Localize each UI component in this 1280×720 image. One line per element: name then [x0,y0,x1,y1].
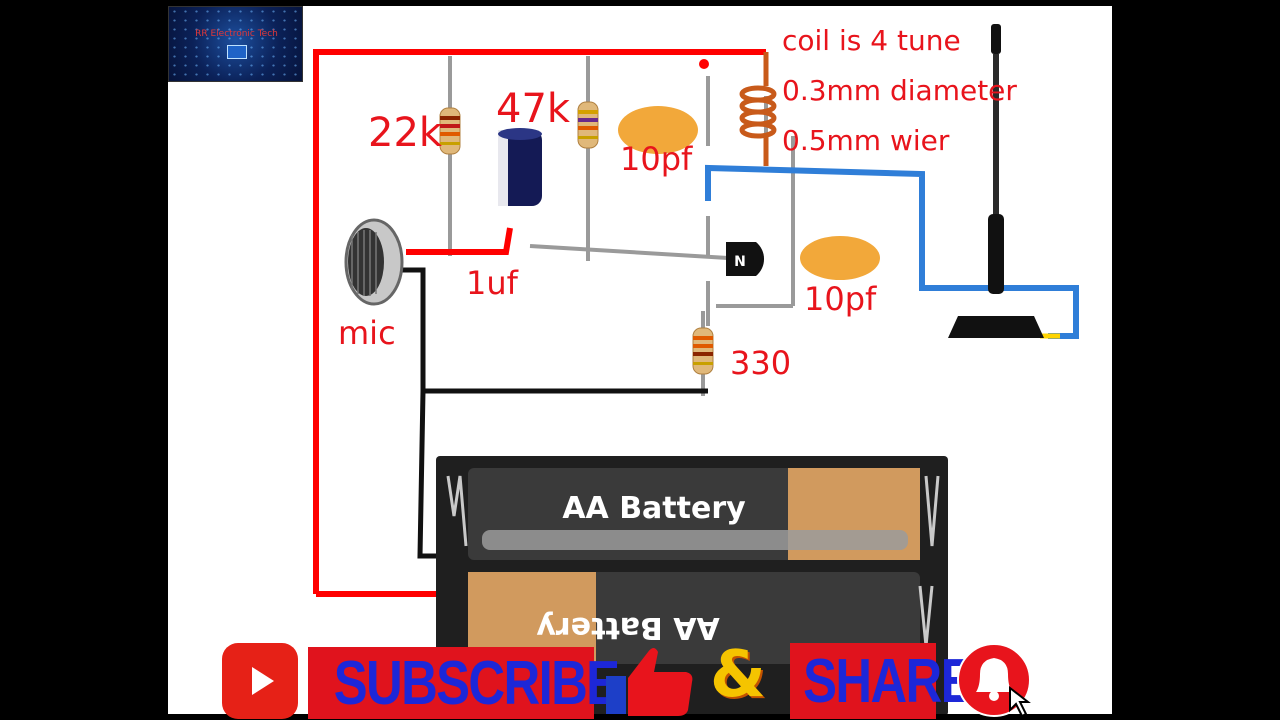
channel-logo: RR Electronic Tech [168,6,303,82]
label-10pf-right: 10pf [804,280,877,318]
electrolytic-capacitor [498,128,542,206]
subscribe-banner: SUBSCRIBE & SHARE [220,638,1040,720]
share-button[interactable]: SHARE [790,643,975,719]
logo-circuit-pattern [169,7,302,81]
circuit-diagram: N 22k 47k 10 [313,24,1079,714]
microphone [344,218,404,306]
blue-antenna-wire [705,164,1079,339]
black-wires [398,267,708,559]
label-330: 330 [730,344,791,382]
ceramic-capacitor-right [800,236,880,280]
youtube-icon[interactable] [222,643,298,719]
channel-logo-text: RR Electronic Tech [195,29,278,39]
junction-dot [699,59,709,69]
transistor-label: N [734,254,746,270]
resistor-47k [577,101,599,149]
coil-note-1: coil is 4 tune [782,24,961,57]
coil-note-2: 0.3mm diameter [782,74,1017,107]
diagram-canvas: N 22k 47k 10 [168,6,1112,714]
red-wires [313,49,766,597]
label-mic: mic [338,314,396,352]
coil-note-3: 0.5mm wier [782,124,950,157]
resistor-330 [692,327,714,375]
label-47k: 47k [496,86,571,132]
share-label: SHARE [803,647,974,716]
battery-label-flipped: AA Battery [536,610,720,645]
cursor-hand-icon [1009,685,1031,718]
coil-inductor [739,52,777,166]
subscribe-label: SUBSCRIBE [333,649,620,718]
label-22k: 22k [368,110,443,156]
antenna [948,24,1044,338]
ampersand: & [710,638,766,712]
battery-label: AA Battery [562,491,746,526]
thumbs-up-icon[interactable] [602,642,698,720]
transistor: N [726,242,765,276]
chip-icon [227,45,247,59]
bell-icon[interactable] [954,644,1044,720]
resistor-22k [439,107,461,155]
ceramic-capacitor-top [618,106,698,154]
diagram-labels: 22k 47k 10pf 10pf 1uf mic 330 coil is 4 … [338,24,1017,382]
label-10pf-top: 10pf [620,140,693,178]
label-1uf: 1uf [466,264,519,302]
subscribe-button[interactable]: SUBSCRIBE [308,647,620,719]
